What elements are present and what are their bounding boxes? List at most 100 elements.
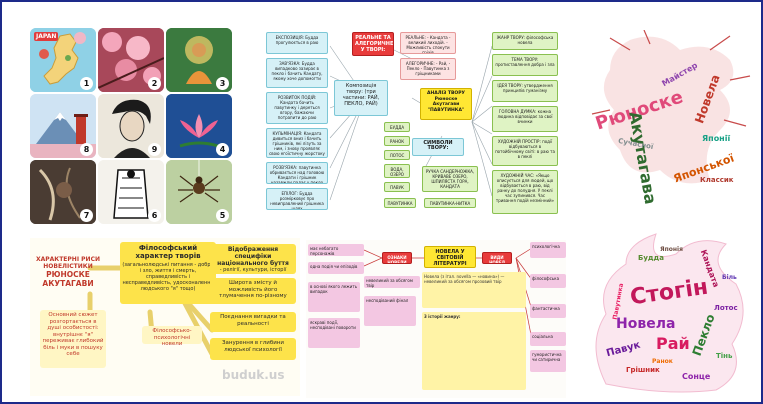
characteristics-author: РЮНОСКЕ АКУТАГАВИ (42, 270, 94, 288)
word-tin: Тінь (716, 352, 733, 360)
word-bil: Біль (722, 274, 737, 281)
symbol-web: ПАВУТИНКА (384, 198, 416, 208)
word-sontse: Сонце (682, 372, 711, 381)
node-real-allegoric: РЕАЛЬНЕ ТА АЛЕГОРИЧНЕ У ТВОРІ: (352, 32, 394, 56)
node-national: Відображення специфіки національного бут… (210, 244, 296, 274)
mindmap-novella: має небагато персонажів одна подія чи еп… (306, 240, 566, 398)
node-fiction-reality: Поєднання вигадки та реальності (210, 312, 296, 332)
node-analysis-title: АНАЛІЗ ТВОРУ Рюноске Акутагави "ПАВУТИНК… (420, 88, 472, 120)
dark-art-tile: 7 (30, 160, 96, 224)
dragon-shape-icon (591, 30, 751, 184)
characteristics-title: ХАРАКТЕРНІ РИСИ НОВЕЛІСТИКИ РЮНОСКЕ АКУТ… (34, 256, 102, 288)
japan-map-tile: JAPAN 1 (30, 28, 96, 92)
node-types: ВИДИ НОВЕЛ (482, 252, 512, 264)
japan-map-icon (30, 28, 96, 92)
novella-sign-5: несподіваний фінал (364, 296, 416, 326)
watermark-label: buduk.us (222, 368, 285, 382)
collage-panel: JAPAN 1 2 3 (30, 28, 232, 224)
woodcut-tile: 6 (98, 160, 164, 224)
node-novella-title: НОВЕЛА У СВІТОВІЙ ЛІТЕРАТУРІ (424, 246, 476, 268)
node-idea: ІДЕЯ ТВОРУ: утвердження принципів гумані… (492, 80, 558, 102)
node-psych-novels: Філософсько-психологічні новели (142, 326, 202, 347)
flame-shape-icon (595, 233, 744, 393)
mount-fuji-icon (30, 94, 96, 158)
word-japan: Японії (702, 134, 731, 143)
tile-number: 5 (216, 209, 229, 222)
node-symbols: СИМВОЛИ ТВОРУ: (412, 138, 464, 156)
novella-type-5: гумористична чи сатирична (530, 350, 566, 372)
word-lotos: Лотос (714, 304, 738, 312)
national-heading: Відображення специфіки національного бут… (217, 246, 289, 267)
node-epilogue: ЕПІЛОГ: Будда розмірковує про невиправле… (266, 188, 328, 210)
node-development: РОЗВИТОК ПОДІЙ: Кандата бачить павутинку… (266, 92, 328, 124)
novella-history: 3 історії жанру: (422, 312, 526, 390)
tile-number: 4 (216, 143, 229, 156)
node-signs: ОЗНАКИ НОВЕЛИ (382, 252, 412, 264)
wordcloud-flame: Стогін Новела Пекло Рай Павук Кандата Бу… (586, 224, 754, 396)
novella-type-2: філософська (530, 274, 566, 288)
symbol-lotus: ЛОТОС (384, 150, 410, 160)
node-climax: КУЛЬМІНАЦІЯ: Кандата дивиться вниз і бач… (266, 128, 328, 158)
portrait-icon (98, 94, 164, 158)
word-ranok: Ранок (652, 358, 673, 365)
symbol-buddha: БУДДА (384, 122, 410, 132)
novella-type-4: соціальна (530, 332, 566, 346)
national-detail: - релігії, культури, історії (219, 267, 287, 273)
symbol-morning: РАНОК (384, 136, 410, 146)
symbol-meaning-2: ПАВУТИНКА-НИТКА (424, 198, 476, 208)
philosophy-heading: Філософський характер творів (135, 244, 201, 260)
fuji-tile: 8 (30, 94, 96, 158)
node-time: ХУДОЖНІЙ ЧАС: «Якщо описується для людей… (492, 170, 558, 214)
node-breadth: Широта змісту й можливість його тлумачен… (210, 278, 296, 304)
node-denouement: РОЗВ'ЯЗКА: павутинка обривається над гол… (266, 162, 328, 184)
tile-number: 8 (80, 143, 93, 156)
node-exposition: ЕКСПОЗИЦІЯ: Будда прогулюється в раю (266, 32, 328, 54)
portrait-tile: 9 (98, 94, 164, 158)
buddha-icon (166, 28, 232, 92)
buddha-tile: 3 (166, 28, 232, 92)
word-classic: Классик (700, 176, 734, 184)
japan-label: JAPAN (34, 32, 59, 41)
mindmap-analysis: ЕКСПОЗИЦІЯ: Будда прогулюється в раю ЗАВ… (264, 26, 568, 220)
characteristics-heading: ХАРАКТЕРНІ РИСИ НОВЕЛІСТИКИ (36, 256, 100, 270)
tile-number: 6 (148, 209, 161, 222)
philosophy-detail: (загальнолюдські питання - добро і зло, … (122, 262, 214, 292)
word-japonia: Японія (660, 246, 683, 253)
novella-sign-2: одна подія чи епізодів (308, 262, 364, 274)
tile-number: 9 (148, 143, 161, 156)
node-plot: Основний сюжет розгортається в душі особ… (40, 310, 106, 368)
novella-sign-6: яскраві події, несподівані повороти (308, 318, 360, 348)
history-title: 3 історії жанру: (424, 314, 461, 319)
lotus-tile: 4 (166, 94, 232, 158)
novella-sign-1: має небагато персонажів (308, 244, 364, 256)
node-main-thought: ГОЛОВНА ДУМКА: кожна людина відповідає з… (492, 106, 558, 132)
novella-sign-4: в основі якого лежить випадок (308, 282, 360, 312)
tile-number: 2 (148, 77, 161, 90)
node-real: РЕАЛЬНЕ: - Кандата - великий лиходій. - … (400, 32, 456, 54)
tile-number: 3 (216, 77, 229, 90)
symbol-water: ВОДА, ОЗЕРО (384, 164, 410, 178)
word-grishnyk: Грішник (626, 366, 660, 374)
spider-tile: 5 (166, 160, 232, 224)
wordcloud-dragon: Рюноске Акутагава Новела Японської Майст… (590, 30, 752, 206)
node-genre: ЖАНР ТВОРУ: філософська новела (492, 32, 558, 50)
word-ray: Рай (656, 334, 690, 353)
node-composition: Композиція твору: (три частини: РАЙ, ПЕК… (334, 80, 388, 116)
node-psychology-depth: Занурення в глибини людської психології (210, 338, 296, 360)
node-space: ХУДОЖНІЙ ПРОСТІР: події відбуваються в п… (492, 136, 558, 166)
novella-sign-3: невеликий за обсягом твір (364, 276, 420, 288)
symbol-meaning-1: РУЧКА САНДЕРНОЖКА, КРИВАВЕ ОЗЕРО, ШПИЛЯС… (422, 166, 478, 192)
novella-type-3: фантастична (530, 304, 566, 318)
tile-number: 7 (80, 209, 93, 222)
node-allegoric: АЛЕГОРИЧНЕ: - Рай, - Пекло - Павутинка з… (400, 58, 456, 80)
node-philosophy: Філософський характер творів (загальнолю… (120, 242, 216, 304)
mindmap-characteristics: ХАРАКТЕРНІ РИСИ НОВЕЛІСТИКИ РЮНОСКЕ АКУТ… (30, 238, 300, 396)
cherry-blossom-tile: 2 (98, 28, 164, 92)
novella-type-1: психологічна (530, 242, 566, 258)
node-plot-start: ЗАВ'ЯЗКА: Будда випадково зазирає в пекл… (266, 58, 328, 88)
word-budda: Будда (638, 254, 664, 262)
word-novela-2: Новела (616, 316, 676, 332)
node-theme: ТЕМА ТВОРУ: протиставлення добра і зла (492, 54, 558, 76)
symbol-spider: ПАВУК (384, 182, 410, 192)
